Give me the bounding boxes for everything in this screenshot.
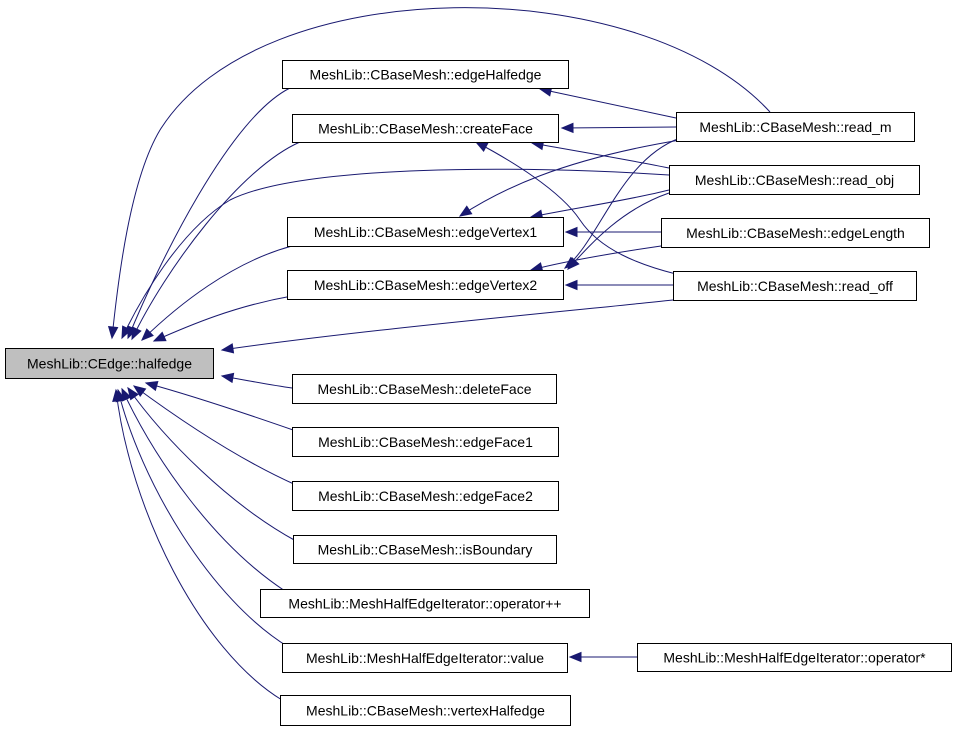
node-edgeVertex2[interactable]: MeshLib::CBaseMesh::edgeVertex2 [287,270,564,300]
node-box [673,271,917,301]
node-vertexHalfedge[interactable]: MeshLib::CBaseMesh::vertexHalfedge [280,695,571,726]
graph-edges [107,7,771,701]
edge-opPlusPlus-to-root [121,388,286,592]
edge-read_m-to-createFace [561,126,677,129]
arrowhead-edgeFace2-to-root [132,385,147,398]
node-box [293,535,557,564]
edge-read_off-to-createFace [475,141,677,275]
node-label: MeshLib::CBaseMesh::edgeVertex2 [314,277,538,293]
arrowhead-edgeLength-to-edgeVertex1 [564,226,578,238]
edge-read_m-to-edgeVertex1 [459,139,681,217]
node-value[interactable]: MeshLib::MeshHalfEdgeIterator::value [282,643,568,673]
node-opPlusPlus[interactable]: MeshLib::MeshHalfEdgeIterator::operator+… [260,589,590,618]
arrowhead-read_off-to-edgeVertex2 [564,279,578,291]
node-label: MeshLib::CBaseMesh::edgeHalfedge [310,67,542,83]
edge-edgeFace2-to-root [133,385,297,486]
node-box [287,217,564,247]
node-box [637,643,952,672]
node-label: MeshLib::CBaseMesh::edgeVertex1 [314,224,538,240]
node-createFace[interactable]: MeshLib::CBaseMesh::createFace [292,114,559,143]
node-box [292,374,557,404]
edge-read_off-to-root [221,299,674,351]
node-label: MeshLib::CBaseMesh::edgeFace1 [318,434,533,450]
node-label: MeshLib::CBaseMesh::read_m [699,119,891,135]
node-label: MeshLib::CBaseMesh::read_off [697,278,893,294]
edge-value-to-root [117,389,291,649]
arrowhead-edgeVertex2-to-root [152,331,167,342]
node-isBoundary[interactable]: MeshLib::CBaseMesh::isBoundary [293,535,557,564]
edge-edgeHalfedge-to-root [127,87,291,339]
edge-read_obj-to-edgeVertex2 [567,192,670,270]
node-edgeVertex1[interactable]: MeshLib::CBaseMesh::edgeVertex1 [287,217,564,247]
node-label: MeshLib::CBaseMesh::edgeLength [686,225,905,241]
node-box [676,112,915,142]
node-box [280,695,571,726]
arrowhead-edgeFace1-to-root [144,380,159,392]
node-opStar[interactable]: MeshLib::MeshHalfEdgeIterator::operator* [637,643,952,672]
arrowhead-read_obj-to-edgeVertex2 [567,256,580,270]
edge-read_m-to-edgeVertex2 [564,137,681,269]
edge-edgeVertex1-to-root [141,245,293,341]
node-box [661,218,930,248]
edge-isBoundary-to-root [127,387,297,542]
node-label: MeshLib::CBaseMesh::createFace [318,121,533,137]
node-root[interactable]: MeshLib::CEdge::halfedge [5,348,214,379]
node-box [669,165,920,195]
arrowhead-vertexHalfedge-to-root [112,388,123,403]
arrowhead-read_m-to-edgeVertex1 [458,205,473,217]
node-box [282,643,568,673]
node-label: MeshLib::MeshHalfEdgeIterator::value [306,650,544,666]
arrowhead-read_m-to-createFace [560,122,574,134]
node-read_off[interactable]: MeshLib::CBaseMesh::read_off [673,271,917,301]
arrowhead-deleteFace-to-root [220,372,235,384]
node-label: MeshLib::CBaseMesh::vertexHalfedge [306,703,545,719]
node-box [292,427,559,457]
node-label: MeshLib::CBaseMesh::deleteFace [318,381,532,397]
arrowhead-read_off-to-root [220,343,235,354]
node-label: MeshLib::CBaseMesh::read_obj [695,172,894,188]
edge-read_obj-to-root [121,168,670,339]
edge-edgeLength-to-edgeVertex2 [530,245,662,271]
edge-createFace-to-root [131,141,301,340]
node-edgeFace1[interactable]: MeshLib::CBaseMesh::edgeFace1 [292,427,559,457]
node-box [292,114,559,143]
graph-nodes: MeshLib::CEdge::halfedgeMeshLib::CBaseMe… [5,60,952,726]
arrowhead-read_obj-to-root [121,325,132,340]
node-box [5,348,214,379]
edge-edgeVertex2-to-root [153,295,293,342]
node-label: MeshLib::MeshHalfEdgeIterator::operator+… [288,596,561,612]
edge-read_m-to-root [111,7,771,339]
arrowhead-read_m-to-root [107,326,119,340]
node-read_obj[interactable]: MeshLib::CBaseMesh::read_obj [669,165,920,195]
edge-edgeFace1-to-root [145,382,297,432]
node-edgeFace2[interactable]: MeshLib::CBaseMesh::edgeFace2 [292,481,559,511]
node-box [282,60,569,89]
node-label: MeshLib::CBaseMesh::isBoundary [318,542,533,558]
arrowhead-createFace-to-root [131,326,142,341]
arrowhead-read_off-to-createFace [474,141,489,153]
node-label: MeshLib::CBaseMesh::edgeFace2 [318,488,533,504]
arrowhead-opStar-to-value [568,651,582,663]
node-label: MeshLib::MeshHalfEdgeIterator::operator* [663,650,926,666]
edge-read_obj-to-edgeVertex1 [530,189,670,218]
node-read_m[interactable]: MeshLib::CBaseMesh::read_m [676,112,915,142]
node-deleteFace[interactable]: MeshLib::CBaseMesh::deleteFace [292,374,557,404]
node-label: MeshLib::CEdge::halfedge [27,356,192,372]
node-edgeLength[interactable]: MeshLib::CBaseMesh::edgeLength [661,218,930,248]
node-box [292,481,559,511]
edge-read_obj-to-createFace [531,142,670,169]
edge-read_m-to-edgeHalfedge [539,88,677,119]
node-box [260,589,590,618]
node-edgeHalfedge[interactable]: MeshLib::CBaseMesh::edgeHalfedge [282,60,569,89]
edge-vertexHalfedge-to-root [115,389,283,701]
arrowhead-edgeVertex1-to-root [141,328,154,341]
node-box [287,270,564,300]
